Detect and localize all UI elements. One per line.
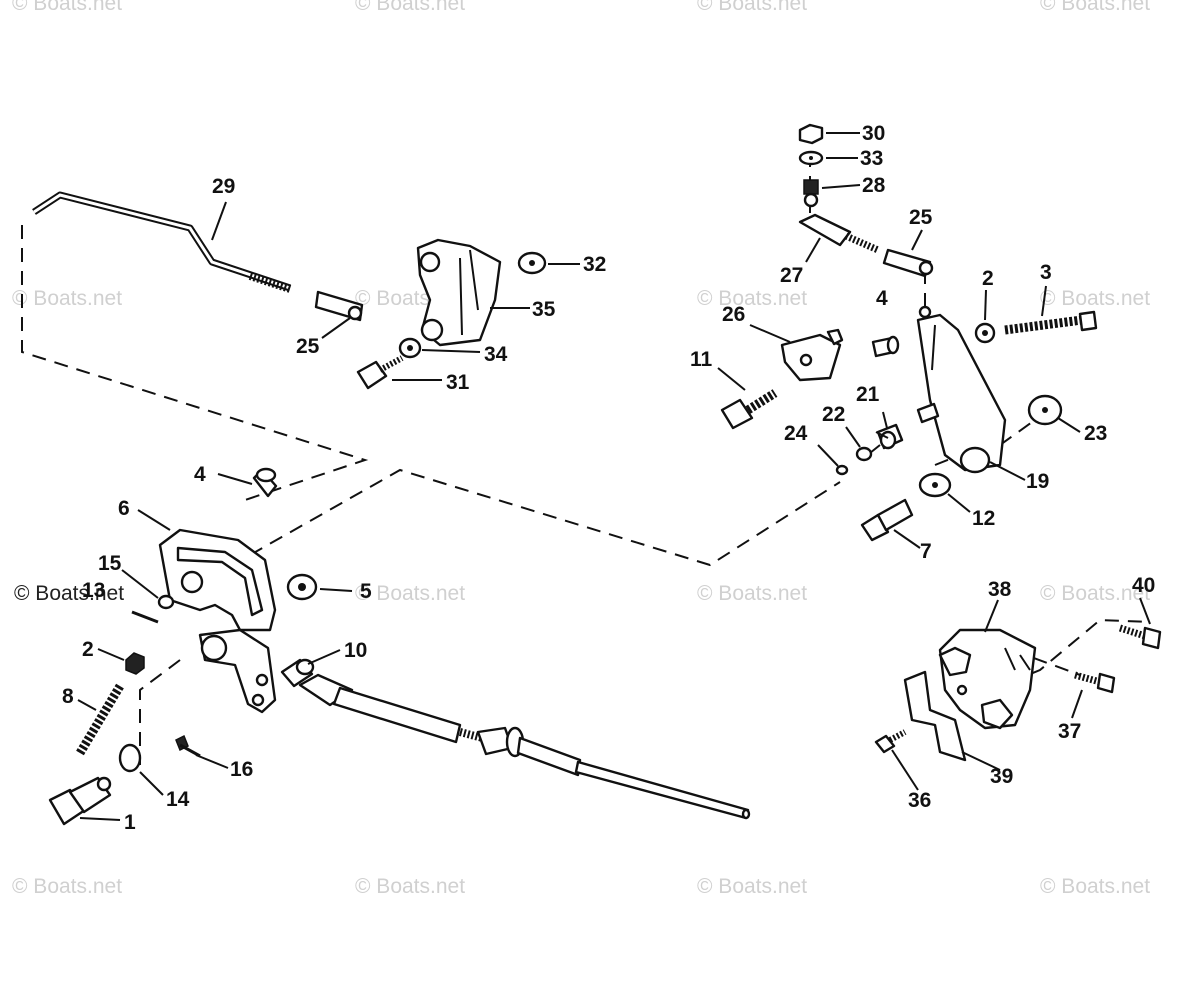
callout-40: 40 <box>1132 574 1155 597</box>
part-37-bolt <box>1074 671 1116 694</box>
callout-36: 36 <box>908 789 931 812</box>
callout-6: 6 <box>118 497 130 520</box>
part-35-bracket <box>416 238 502 347</box>
part-7-bolt <box>860 498 914 542</box>
watermark: © Boats.net <box>697 875 807 898</box>
part-4-bushing-left <box>252 467 278 498</box>
callout-2: 2 <box>82 638 94 661</box>
watermark: © Boats.net <box>12 0 122 15</box>
callout-25: 25 <box>296 335 320 358</box>
callout-1: 1 <box>124 811 136 834</box>
callout-labels: 29 25 32 35 34 31 4 6 15 13 5 10 2 8 14 … <box>62 122 1155 834</box>
watermark: © Boats.net <box>697 0 807 15</box>
callout-34: 34 <box>484 343 508 366</box>
part-38-bracket <box>938 628 1037 730</box>
callout-24: 24 <box>784 422 808 445</box>
part-2-nut-left <box>125 652 145 675</box>
part-14-washer <box>118 743 142 773</box>
part-25-connector-left <box>314 290 364 322</box>
callout-27: 27 <box>780 264 803 287</box>
callout-11: 11 <box>690 348 713 371</box>
callout-26: 26 <box>722 303 745 326</box>
callout-32: 32 <box>583 253 606 276</box>
part-15-washer <box>157 594 175 610</box>
watermark: © Boats.net <box>12 287 122 310</box>
callout-4-right: 4 <box>876 287 888 310</box>
callout-4: 4 <box>194 463 206 486</box>
callout-37: 37 <box>1058 720 1081 743</box>
leader-lines <box>77 132 1151 821</box>
callout-30: 30 <box>862 122 885 145</box>
callout-28: 28 <box>862 174 886 197</box>
part-39-gasket <box>903 670 967 762</box>
part-29-link-rod <box>32 191 292 293</box>
callout-39: 39 <box>990 765 1013 788</box>
part-28-ball-stud <box>803 179 819 208</box>
part-22-washer <box>855 446 873 462</box>
part-34-washer <box>398 337 422 359</box>
part-13-pin <box>131 610 159 624</box>
part-6-throttle-arm <box>158 528 277 714</box>
callout-7: 7 <box>920 540 932 563</box>
part-11-bolt <box>720 389 778 430</box>
callout-12: 12 <box>972 507 995 530</box>
part-32-washer <box>517 251 547 275</box>
part-33-washer <box>798 150 824 166</box>
callout-13: 13 <box>82 579 105 602</box>
part-23-washer <box>1027 394 1063 426</box>
callout-31: 31 <box>446 371 470 394</box>
callout-21: 21 <box>856 383 880 406</box>
watermark: © Boats.net <box>1040 875 1150 898</box>
callout-22: 22 <box>822 403 845 426</box>
part-12-washer <box>918 472 952 498</box>
watermark: © Boats.net <box>697 582 807 605</box>
part-21-bushing <box>876 423 904 450</box>
part-8-screw <box>76 683 124 756</box>
watermark: © Boats.net <box>355 875 465 898</box>
part-36-screw <box>874 729 907 754</box>
watermark: © Boats.net <box>1040 0 1150 15</box>
part-3-bolt <box>1004 310 1098 335</box>
watermark: © Boats.net <box>355 0 465 15</box>
callout-15: 15 <box>98 552 122 575</box>
callout-8: 8 <box>62 685 74 708</box>
callout-10: 10 <box>344 639 367 662</box>
watermark: © Boats.net <box>1040 287 1150 310</box>
part-30-nut <box>798 123 824 145</box>
callout-33: 33 <box>860 147 883 170</box>
callout-3: 3 <box>1040 261 1052 284</box>
part-5-washer <box>286 573 318 601</box>
watermark: © Boats.net <box>14 582 124 605</box>
part-1-bolt <box>48 776 112 826</box>
callout-35: 35 <box>532 298 556 321</box>
throttle-cable <box>298 673 751 820</box>
part-25-connector-right <box>882 248 934 278</box>
part-19-arm <box>916 305 1007 474</box>
part-26-cam <box>780 328 844 382</box>
part-27-link <box>798 213 880 254</box>
callout-2-right: 2 <box>982 267 994 290</box>
watermark: © Boats.net <box>355 582 465 605</box>
part-16-screw <box>175 734 201 758</box>
watermark: © Boats.net <box>697 287 807 310</box>
callout-5: 5 <box>360 580 372 603</box>
watermark: © Boats.net <box>1040 582 1150 605</box>
callout-16: 16 <box>230 758 253 781</box>
part-40-bolt <box>1118 624 1162 650</box>
part-2-nut-right <box>974 322 996 344</box>
callout-19: 19 <box>1026 470 1049 493</box>
callout-38: 38 <box>988 578 1012 601</box>
watermark: © Boats.net <box>12 875 122 898</box>
callout-23: 23 <box>1084 422 1107 445</box>
callout-29: 29 <box>212 175 235 198</box>
part-31-bolt <box>356 355 404 390</box>
callout-14: 14 <box>166 788 190 811</box>
part-4-bushing-right <box>871 335 900 358</box>
pin-right <box>916 402 940 424</box>
part-24-washer <box>835 464 849 476</box>
watermarks: © Boats.net © Boats.net © Boats.net © Bo… <box>12 0 1150 898</box>
callout-25-right: 25 <box>909 206 933 229</box>
